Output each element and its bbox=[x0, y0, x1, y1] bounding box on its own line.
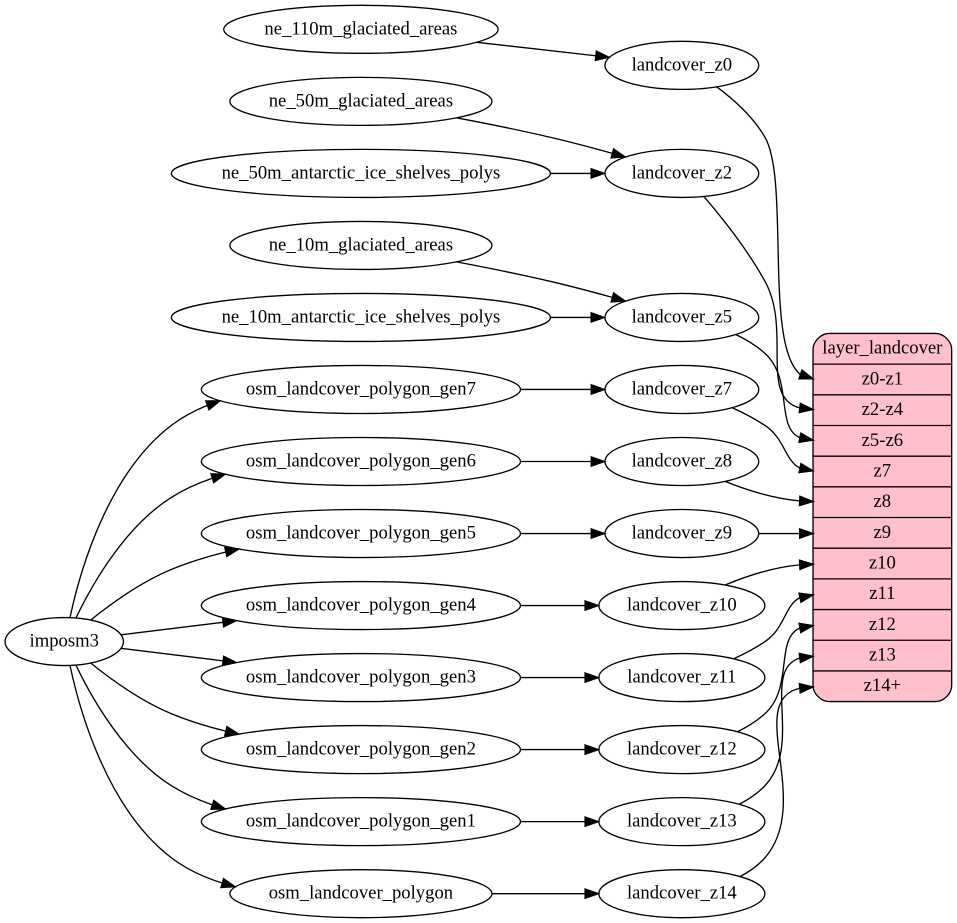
svg-text:imposm3: imposm3 bbox=[30, 630, 99, 651]
svg-text:z12: z12 bbox=[869, 614, 896, 635]
svg-text:landcover_z7: landcover_z7 bbox=[632, 378, 732, 399]
svg-text:osm_landcover_polygon_gen2: osm_landcover_polygon_gen2 bbox=[246, 739, 476, 760]
svg-text:z11: z11 bbox=[869, 583, 895, 604]
svg-text:z13: z13 bbox=[869, 645, 896, 666]
svg-text:landcover_z9: landcover_z9 bbox=[632, 522, 732, 543]
svg-text:ne_110m_glaciated_areas: ne_110m_glaciated_areas bbox=[264, 18, 457, 39]
svg-text:z10: z10 bbox=[869, 552, 896, 573]
svg-text:landcover_z11: landcover_z11 bbox=[627, 667, 736, 688]
svg-text:z2-z4: z2-z4 bbox=[862, 399, 904, 420]
svg-text:z9: z9 bbox=[874, 522, 892, 543]
svg-text:ne_50m_glaciated_areas: ne_50m_glaciated_areas bbox=[269, 90, 453, 111]
svg-text:ne_50m_antarctic_ice_shelves_p: ne_50m_antarctic_ice_shelves_polys bbox=[222, 162, 501, 183]
svg-text:landcover_z0: landcover_z0 bbox=[632, 54, 732, 75]
svg-text:ne_10m_glaciated_areas: ne_10m_glaciated_areas bbox=[269, 234, 453, 255]
svg-text:osm_landcover_polygon_gen4: osm_landcover_polygon_gen4 bbox=[246, 594, 477, 615]
svg-text:landcover_z2: landcover_z2 bbox=[632, 162, 732, 183]
svg-text:z0-z1: z0-z1 bbox=[862, 368, 903, 389]
svg-text:osm_landcover_polygon_gen5: osm_landcover_polygon_gen5 bbox=[246, 522, 476, 543]
svg-text:osm_landcover_polygon_gen3: osm_landcover_polygon_gen3 bbox=[246, 667, 476, 688]
svg-text:osm_landcover_polygon_gen7: osm_landcover_polygon_gen7 bbox=[246, 378, 476, 399]
svg-text:z5-z6: z5-z6 bbox=[862, 430, 903, 451]
svg-text:osm_landcover_polygon: osm_landcover_polygon bbox=[269, 883, 454, 904]
svg-text:landcover_z13: landcover_z13 bbox=[627, 811, 737, 832]
svg-text:landcover_z10: landcover_z10 bbox=[627, 594, 737, 615]
svg-text:landcover_z8: landcover_z8 bbox=[632, 450, 732, 471]
svg-text:osm_landcover_polygon_gen6: osm_landcover_polygon_gen6 bbox=[246, 450, 476, 471]
svg-text:z14+: z14+ bbox=[864, 675, 901, 696]
svg-text:z8: z8 bbox=[874, 491, 892, 512]
svg-text:ne_10m_antarctic_ice_shelves_p: ne_10m_antarctic_ice_shelves_polys bbox=[222, 306, 501, 327]
svg-text:landcover_z14: landcover_z14 bbox=[627, 883, 737, 904]
svg-text:layer_landcover: layer_landcover bbox=[822, 338, 943, 359]
svg-text:landcover_z5: landcover_z5 bbox=[632, 306, 732, 327]
svg-text:osm_landcover_polygon_gen1: osm_landcover_polygon_gen1 bbox=[246, 811, 476, 832]
svg-text:z7: z7 bbox=[874, 460, 892, 481]
svg-text:landcover_z12: landcover_z12 bbox=[627, 739, 737, 760]
